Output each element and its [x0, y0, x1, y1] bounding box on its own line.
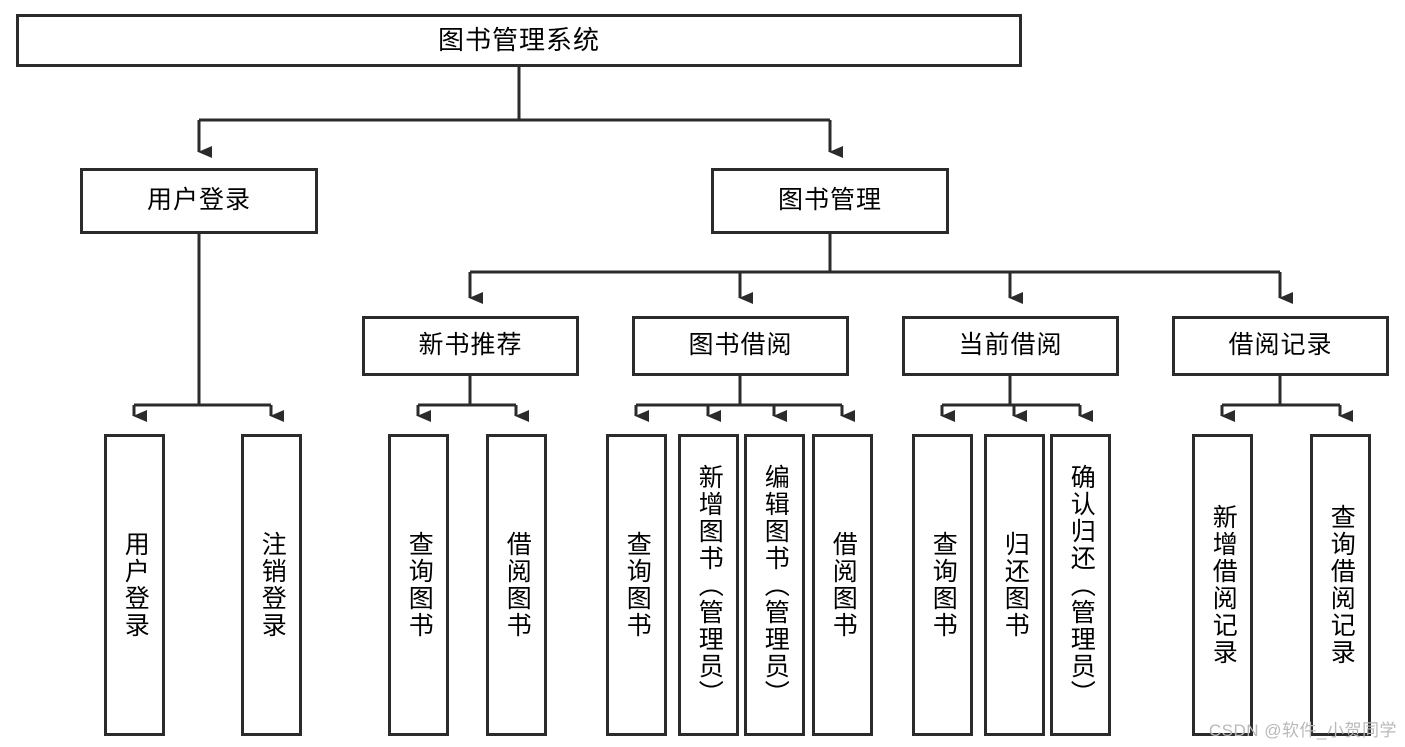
leaf-user-login[interactable]: 用户登录 — [104, 434, 165, 736]
node-user-login[interactable]: 用户登录 — [80, 168, 318, 234]
leaf-edit-book-admin[interactable]: 编辑图书（管理员） — [744, 434, 805, 736]
csdn-watermark: CSDN @软件_小贺同学 — [1208, 721, 1397, 740]
leaf-query-book-current-label: 查询图书 — [929, 531, 958, 639]
node-book-borrow-label: 图书借阅 — [688, 331, 793, 360]
node-new-book-recommend-label: 新书推荐 — [418, 331, 523, 360]
leaf-add-borrow-record-label: 新增借阅记录 — [1209, 504, 1238, 666]
leaf-query-book-borrow-label: 查询图书 — [623, 531, 652, 639]
leaf-borrow-book-recommend-label: 借阅图书 — [503, 531, 532, 639]
node-borrow-record[interactable]: 借阅记录 — [1172, 316, 1389, 376]
leaf-return-book-label: 归还图书 — [1001, 531, 1030, 639]
node-book-borrow[interactable]: 图书借阅 — [632, 316, 849, 376]
leaf-query-book-borrow[interactable]: 查询图书 — [606, 434, 667, 736]
node-new-book-recommend[interactable]: 新书推荐 — [362, 316, 579, 376]
leaf-query-borrow-record[interactable]: 查询借阅记录 — [1310, 434, 1371, 736]
leaf-return-book[interactable]: 归还图书 — [984, 434, 1045, 736]
leaf-logout[interactable]: 注销登录 — [241, 434, 302, 736]
leaf-query-borrow-record-label: 查询借阅记录 — [1327, 504, 1356, 666]
leaf-query-book-current[interactable]: 查询图书 — [912, 434, 973, 736]
leaf-add-book-admin[interactable]: 新增图书（管理员） — [678, 434, 739, 736]
leaf-logout-label: 注销登录 — [258, 531, 287, 639]
leaf-borrow-book-label: 借阅图书 — [829, 531, 858, 639]
node-borrow-record-label: 借阅记录 — [1228, 331, 1333, 360]
leaf-borrow-book-recommend[interactable]: 借阅图书 — [486, 434, 547, 736]
leaf-add-borrow-record[interactable]: 新增借阅记录 — [1192, 434, 1253, 736]
leaf-confirm-return-admin[interactable]: 确认归还（管理员） — [1050, 434, 1111, 736]
node-book-management-label: 图书管理 — [777, 186, 882, 215]
leaf-confirm-return-admin-label: 确认归还（管理员） — [1067, 463, 1096, 707]
leaf-query-book-recommend-label: 查询图书 — [405, 531, 434, 639]
node-root-label: 图书管理系统 — [437, 25, 600, 56]
leaf-edit-book-admin-label: 编辑图书（管理员） — [761, 463, 790, 707]
node-root[interactable]: 图书管理系统 — [16, 14, 1022, 67]
leaf-user-login-label: 用户登录 — [121, 531, 150, 639]
leaf-query-book-recommend[interactable]: 查询图书 — [388, 434, 449, 736]
node-current-borrow[interactable]: 当前借阅 — [902, 316, 1119, 376]
node-book-management[interactable]: 图书管理 — [711, 168, 949, 234]
node-current-borrow-label: 当前借阅 — [958, 331, 1063, 360]
leaf-borrow-book[interactable]: 借阅图书 — [812, 434, 873, 736]
node-user-login-label: 用户登录 — [146, 186, 251, 215]
leaf-add-book-admin-label: 新增图书（管理员） — [695, 463, 724, 707]
